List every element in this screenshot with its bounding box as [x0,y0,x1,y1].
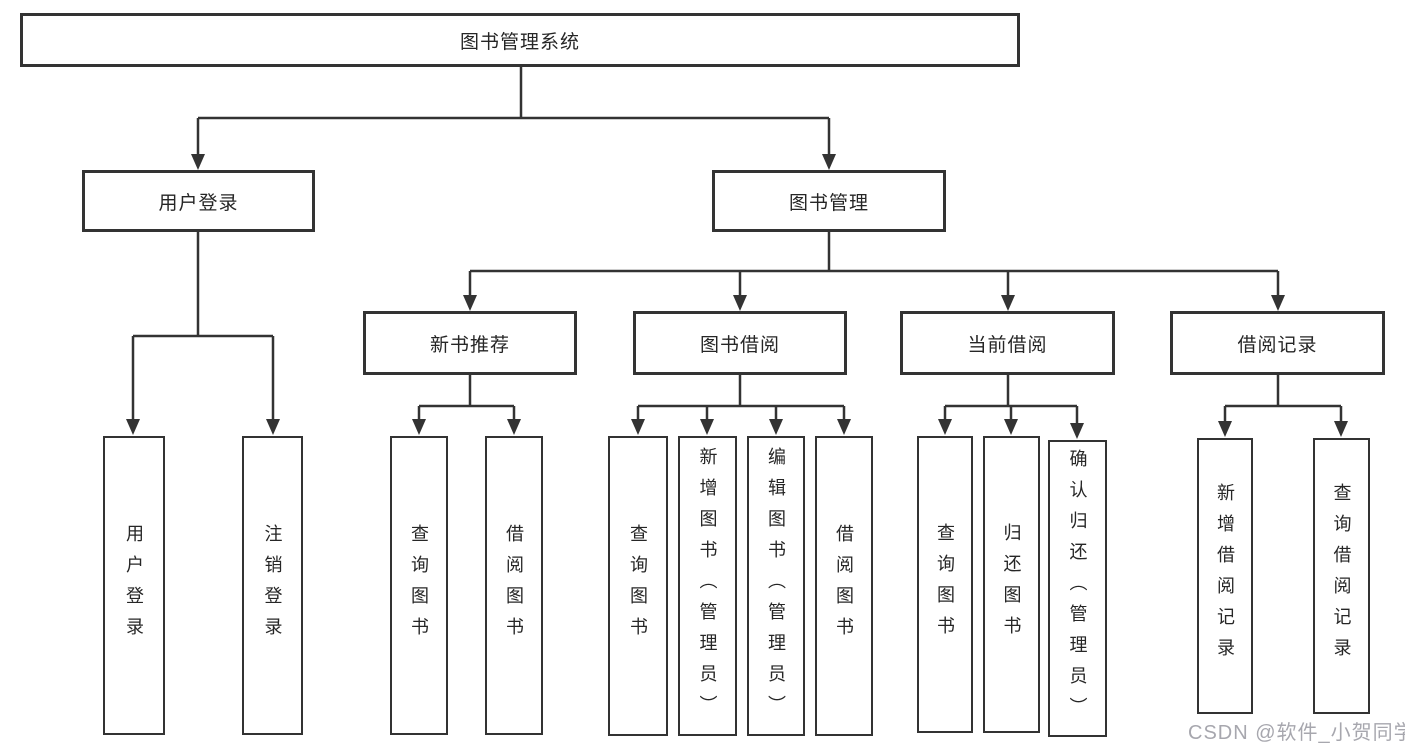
node-logout: 注销登录 [242,436,303,735]
node-query-borrow-record: 查询借阅记录 [1313,438,1370,714]
node-edit-books-admin: 编辑图书（管理员） [747,436,805,736]
node-query-books-recommend: 查询图书 [390,436,448,735]
node-book-management-group: 图书管理 [712,170,946,232]
node-user-login-group: 用户登录 [82,170,315,232]
node-return-books: 归还图书 [983,436,1040,733]
node-new-book-recommendation: 新书推荐 [363,311,577,375]
node-user-login: 用户登录 [103,436,165,735]
node-label: 确认归还（管理员） [1067,449,1088,728]
node-label: 借阅图书 [504,523,524,648]
csdn-watermark: CSDN @软件_小贺同学 [1188,722,1405,744]
node-borrow-books-recommend: 借阅图书 [485,436,543,735]
node-label: 借阅记录 [1237,334,1318,356]
node-current-borrowing: 当前借阅 [900,311,1115,375]
node-label: 归还图书 [1001,522,1022,647]
connector-lines [133,66,1341,408]
node-label: 注销登录 [262,523,283,648]
node-add-borrow-record: 新增借阅记录 [1197,438,1253,714]
node-add-books-admin: 新增图书（管理员） [678,436,737,736]
node-label: 查询图书 [935,522,955,647]
node-label: 新增借阅记录 [1215,483,1235,669]
node-label: 查询借阅记录 [1331,483,1352,669]
node-borrowing-records: 借阅记录 [1170,311,1385,375]
node-label: 新增图书（管理员） [697,446,718,726]
node-label: 查询图书 [628,524,648,648]
node-label: 借阅图书 [834,524,854,648]
node-label: 用户登录 [124,523,144,648]
node-query-books-borrowing: 查询图书 [608,436,668,736]
node-label: 当前借阅 [967,334,1048,356]
node-label: 查询图书 [409,523,429,648]
node-label: 新书推荐 [429,334,510,356]
node-query-books-current: 查询图书 [917,436,973,733]
node-label: 图书管理系统 [459,31,580,53]
connector-arrows [126,118,1348,439]
node-label: 图书借阅 [699,334,780,356]
node-confirm-return-admin: 确认归还（管理员） [1048,440,1107,737]
node-library-management-system: 图书管理系统 [20,13,1020,67]
node-label: 编辑图书（管理员） [766,446,786,726]
node-label: 用户登录 [158,192,239,214]
node-borrow-books: 借阅图书 [815,436,873,736]
node-label: 图书管理 [788,192,869,214]
node-book-borrowing: 图书借阅 [633,311,847,375]
